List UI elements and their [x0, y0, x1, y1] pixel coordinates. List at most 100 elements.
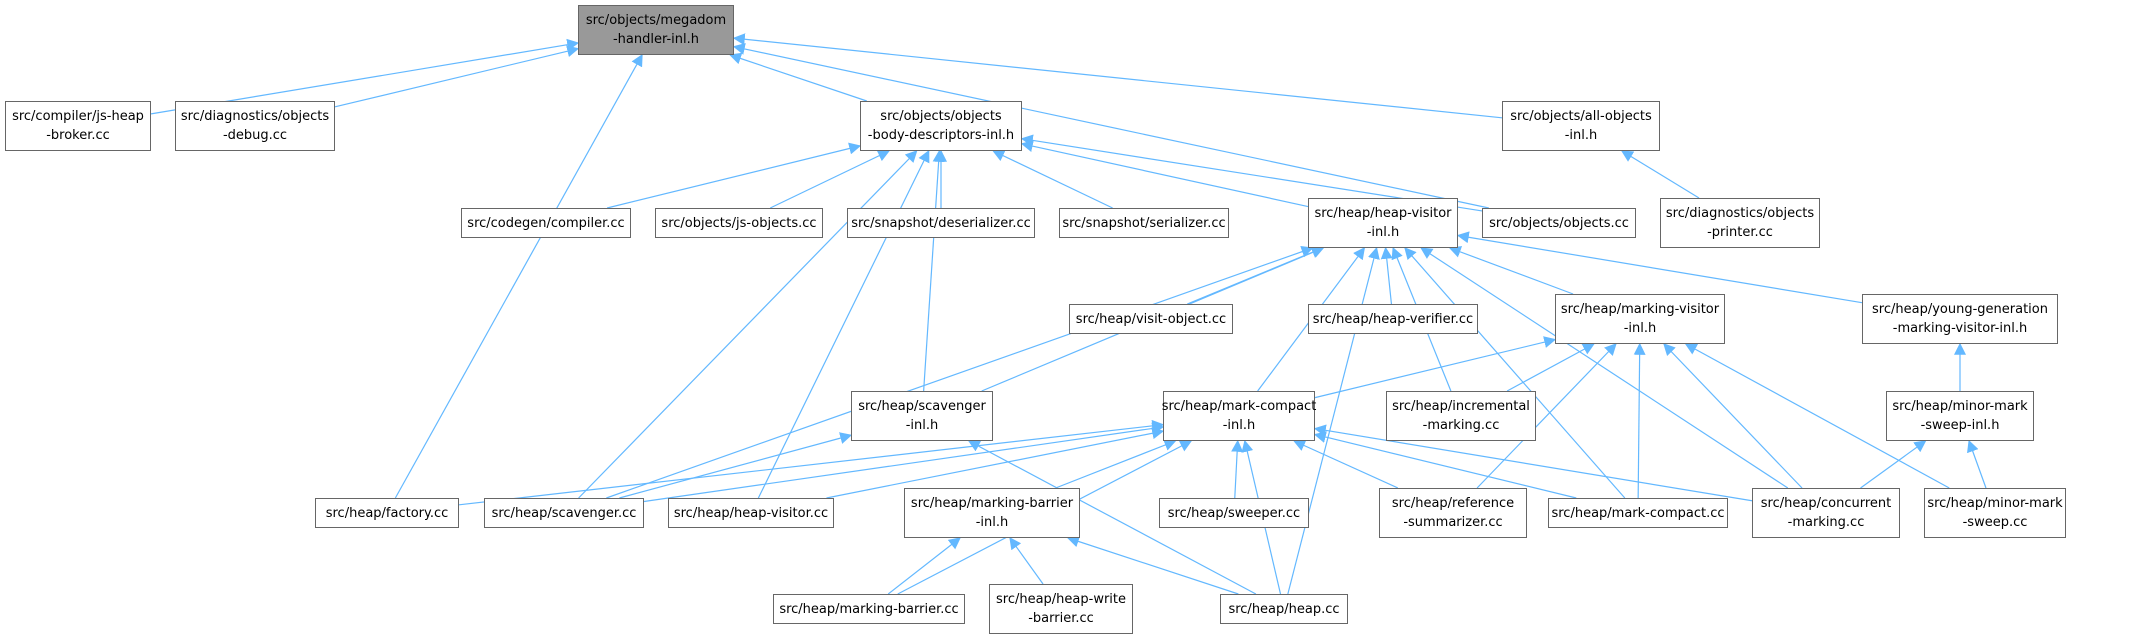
edge-marking_barrier_h-to-mark_compact_h [1055, 439, 1177, 489]
node-objects-cc[interactable]: src/objects/objects.cc [1482, 208, 1636, 238]
node-line: src/snapshot/deserializer.cc [851, 215, 1031, 231]
node-line: src/heap/marking-visitor [1560, 302, 1720, 317]
node-line: -barrier.cc [1028, 611, 1094, 626]
node-line: -printer.cc [1707, 225, 1773, 240]
node-scavenger-cc[interactable]: src/heap/scavenger.cc [484, 498, 644, 528]
node-reference-summarizer-cc[interactable]: src/heap/reference -summarizer.cc [1379, 488, 1527, 538]
node-line: -marking.cc [1787, 515, 1865, 530]
node-mark-compact-inl-h[interactable]: src/heap/mark-compact -inl.h [1161, 391, 1317, 441]
node-line: src/diagnostics/objects [180, 109, 330, 124]
node-incremental-marking-cc[interactable]: src/heap/incremental -marking.cc [1386, 391, 1536, 441]
node-heap-cc[interactable]: src/heap/heap.cc [1220, 594, 1348, 624]
node-line: src/heap/marking-barrier.cc [779, 601, 959, 617]
node-line: src/heap/concurrent [1760, 496, 1892, 511]
node-concurrent-marking-cc[interactable]: src/heap/concurrent -marking.cc [1752, 488, 1900, 538]
edge-ref_summarizer-to-mark_compact_h [1293, 439, 1399, 489]
node-heap-visitor-inl-h[interactable]: src/heap/heap-visitor -inl.h [1308, 198, 1458, 248]
node-minor-mark-sweep-inl-h[interactable]: src/heap/minor-mark -sweep-inl.h [1886, 391, 2034, 441]
node-line: src/heap/scavenger [858, 399, 986, 414]
node-js-objects-cc[interactable]: src/objects/js-objects.cc [655, 208, 823, 238]
node-line: -inl.h [1366, 225, 1400, 240]
node-heap-verifier-cc[interactable]: src/heap/heap-verifier.cc [1308, 304, 1478, 334]
edge-heap_cc-to-scavenger_h [967, 440, 1257, 595]
node-marking-visitor-inl-h[interactable]: src/heap/marking-visitor -inl.h [1555, 294, 1725, 344]
node-line: -summarizer.cc [1403, 515, 1503, 530]
edge-ref_summarizer-to-marking_visitor [1476, 343, 1617, 489]
node-line: src/objects/js-objects.cc [661, 215, 817, 231]
node-objects-printer-cc[interactable]: src/diagnostics/objects -printer.cc [1660, 198, 1820, 248]
node-compiler-cc[interactable]: src/codegen/compiler.cc [461, 208, 631, 238]
node-line: -marking.cc [1422, 418, 1500, 433]
node-line: src/compiler/js-heap [12, 109, 144, 124]
node-line: -handler-inl.h [612, 32, 700, 47]
node-young-generation-marking-visitor-inl-h[interactable]: src/heap/young-generation -marking-visit… [1862, 294, 2058, 344]
node-serializer-cc[interactable]: src/snapshot/serializer.cc [1059, 208, 1229, 238]
node-line: -inl.h [905, 418, 939, 433]
node-line: src/heap/marking-barrier [910, 496, 1074, 511]
node-line: src/heap/incremental [1392, 399, 1530, 414]
node-line: -inl.h [1623, 321, 1657, 336]
node-objects-debug-cc[interactable]: src/diagnostics/objects -debug.cc [175, 101, 335, 151]
node-heap-write-barrier-cc[interactable]: src/heap/heap-write -barrier.cc [989, 584, 1133, 634]
edge-scavenger_cc-to-scavenger_h [619, 432, 853, 499]
edge-heap_visitor_h-to-body_desc [1020, 140, 1309, 208]
node-objects-body-descriptors-inl-h[interactable]: src/objects/objects -body-descriptors-in… [860, 101, 1022, 151]
node-minor-mark-sweep-cc[interactable]: src/heap/minor-mark -sweep.cc [1924, 488, 2066, 538]
node-marking-barrier-inl-h[interactable]: src/heap/marking-barrier -inl.h [904, 488, 1080, 538]
node-factory-cc[interactable]: src/heap/factory.cc [315, 498, 459, 528]
node-line: src/heap/sweeper.cc [1167, 505, 1301, 521]
node-deserializer-cc[interactable]: src/snapshot/deserializer.cc [847, 208, 1035, 238]
node-line: src/heap/visit-object.cc [1075, 311, 1227, 327]
node-line: -sweep.cc [1962, 515, 2028, 530]
edge-serializer-to-body_desc [992, 150, 1113, 209]
node-line: src/objects/all-objects [1510, 109, 1652, 124]
edge-heap_cc-to-marking_barrier_h [1066, 535, 1239, 595]
edge-mark_compact_h-to-marking_visitor [1314, 336, 1557, 399]
edge-marking_visitor-to-heap_visitor_h [1448, 246, 1574, 295]
node-line: -inl.h [975, 515, 1009, 530]
edge-heap_write-to-marking_barrier_h [1009, 537, 1044, 585]
node-line: src/heap/heap-write [995, 592, 1127, 607]
node-visit-object-cc[interactable]: src/heap/visit-object.cc [1069, 304, 1233, 334]
node-line: -marking-visitor-inl.h [1892, 321, 2028, 336]
node-line: src/heap/heap-visitor.cc [673, 505, 829, 521]
node-line: src/heap/mark-compact.cc [1551, 505, 1725, 521]
edge-mark_compact_cc-to-mark_compact_h [1313, 431, 1577, 499]
edge-heap_verifier-to-heap_visitor_h [1380, 246, 1393, 305]
node-all-objects-inl-h[interactable]: src/objects/all-objects -inl.h [1502, 101, 1660, 151]
edge-sweeper-to-mark_compact_h [1231, 439, 1244, 499]
node-line: src/objects/objects.cc [1489, 215, 1629, 231]
node-line: -body-descriptors-inl.h [867, 128, 1015, 143]
edge-factory-to-root [394, 53, 643, 499]
node-line: src/heap/heap-verifier.cc [1312, 311, 1474, 327]
node-line: -sweep-inl.h [1920, 418, 2000, 433]
edge-marking_barrier_cc-to-marking_barrier_h [887, 537, 961, 595]
node-mark-compact-cc[interactable]: src/heap/mark-compact.cc [1548, 498, 1728, 528]
node-sweeper-cc[interactable]: src/heap/sweeper.cc [1159, 498, 1309, 528]
node-megadom-handler-inl-h[interactable]: src/objects/megadom -handler-inl.h [578, 5, 734, 55]
edge-mark_compact_cc-to-heap_visitor_h [1404, 247, 1626, 499]
edge-objects_debug-to-root [334, 45, 580, 108]
node-line: src/heap/minor-mark [1892, 399, 2028, 414]
node-line: -debug.cc [222, 128, 288, 143]
node-line: src/snapshot/serializer.cc [1062, 215, 1226, 231]
edge-minor_ms_cc-to-minor_ms_h [1967, 439, 1987, 489]
node-marking-barrier-cc[interactable]: src/heap/marking-barrier.cc [773, 594, 965, 624]
edge-heap_visitor_cc-to-body_desc [757, 149, 930, 499]
edge-concurrent-to-marking_visitor [1663, 343, 1803, 489]
node-line: src/heap/factory.cc [325, 505, 449, 521]
node-heap-visitor-cc[interactable]: src/heap/heap-visitor.cc [668, 498, 834, 528]
edge-objects_cc-to-root [732, 43, 1489, 209]
node-scavenger-inl-h[interactable]: src/heap/scavenger -inl.h [851, 391, 993, 441]
edge-young_gen-to-heap_visitor_h [1456, 231, 1863, 304]
edge-all_objects-to-root [732, 33, 1503, 119]
node-line: src/objects/megadom [585, 13, 727, 28]
node-js-heap-broker-cc[interactable]: src/compiler/js-heap -broker.cc [5, 101, 151, 151]
node-line: -inl.h [1564, 128, 1598, 143]
node-line: src/heap/heap-visitor [1314, 206, 1452, 221]
edge-scavenger_h-to-body_desc [923, 149, 945, 392]
node-line: -broker.cc [46, 128, 110, 143]
node-line: src/heap/mark-compact [1161, 399, 1317, 414]
node-line: src/heap/minor-mark [1927, 496, 2063, 511]
edge-concurrent-to-heap_visitor_h [1420, 247, 1789, 489]
